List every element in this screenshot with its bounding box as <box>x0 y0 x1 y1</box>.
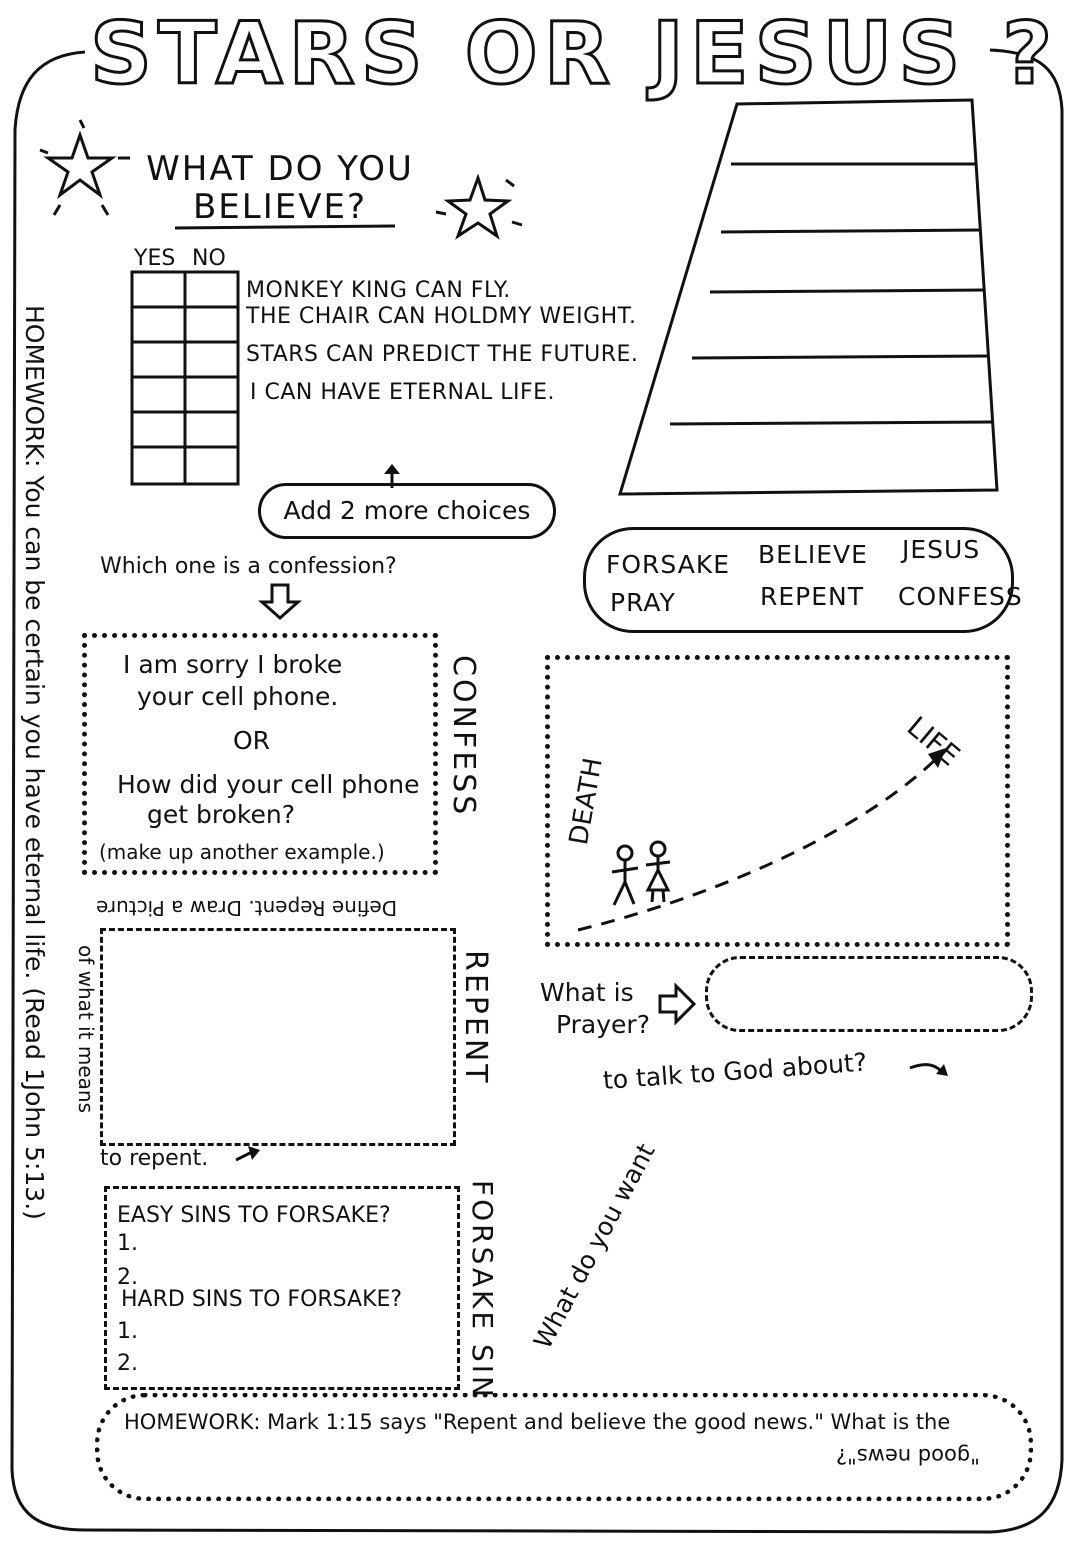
word-forsake: FORSAKE <box>606 550 731 579</box>
ladder-diagram <box>617 98 999 496</box>
word-repent: REPENT <box>760 582 865 611</box>
forsake-label: FORSAKE SIN <box>466 1180 499 1400</box>
down-arrow-icon <box>258 583 302 621</box>
repent-label: REPENT <box>458 950 493 1086</box>
prayer-question-line1: What is <box>540 978 634 1007</box>
repent-instruction-bottom: to repent. <box>100 1146 209 1171</box>
believe-heading: WHAT DO YOU BELIEVE? <box>130 150 430 226</box>
heading-underline <box>174 224 396 230</box>
easy-sins-question: EASY SINS TO FORSAKE? <box>117 1203 391 1228</box>
hard-sins-question: HARD SINS TO FORSAKE? <box>121 1287 403 1312</box>
repent-drawing-box[interactable] <box>100 928 456 1146</box>
confess-line2: your cell phone. <box>137 682 339 711</box>
confess-line3: How did your cell phone <box>117 770 420 799</box>
easy-sin-2: 2. <box>117 1265 138 1290</box>
add-choices-bubble: Add 2 more choices <box>258 483 556 539</box>
repent-arrow-icon <box>235 1146 260 1162</box>
homework-bottom-line1: HOMEWORK: Mark 1:15 says "Repent and bel… <box>124 1410 951 1434</box>
statement-1: MONKEY KING CAN FLY. <box>246 278 511 303</box>
easy-sin-1: 1. <box>117 1231 138 1256</box>
life-diagram-box: LIFE DEATH <box>545 655 1010 947</box>
life-label: LIFE <box>900 710 967 773</box>
homework-bottom-line2: "good news"? <box>836 1444 980 1468</box>
hard-sin-2: 2. <box>117 1351 138 1376</box>
star-icon-left <box>39 119 130 216</box>
homework-bottom-box: HOMEWORK: Mark 1:15 says "Repent and bel… <box>95 1393 1033 1501</box>
confess-box: I am sorry I broke your cell phone. OR H… <box>82 633 438 875</box>
confess-or: OR <box>233 726 271 755</box>
stick-figures-icon <box>611 840 671 906</box>
death-label: DEATH <box>564 755 609 848</box>
word-pray: PRAY <box>610 588 676 617</box>
prayer-answer-box[interactable] <box>705 956 1033 1032</box>
no-column-label: NO <box>192 246 226 271</box>
word-bank: FORSAKE BELIEVE JESUS PRAY REPENT CONFES… <box>583 527 1022 633</box>
yes-no-grid <box>130 270 240 486</box>
confess-note: (make up another example.) <box>99 840 385 864</box>
confess-label: CONFESS <box>446 655 481 818</box>
word-confess: CONFESS <box>898 582 1023 611</box>
small-arrow-icon <box>909 1063 948 1076</box>
believe-heading-line1: WHAT DO YOU <box>146 149 414 189</box>
statement-3: STARS CAN PREDICT THE FUTURE. <box>246 342 639 367</box>
confess-line1: I am sorry I broke <box>123 650 343 679</box>
life-path-arrow <box>577 748 946 932</box>
statement-2: THE CHAIR CAN HOLDMY WEIGHT. <box>246 304 637 329</box>
confession-question: Which one is a confession? <box>100 554 397 579</box>
star-icon-right <box>435 173 523 240</box>
prayer-question-line2: Prayer? <box>556 1010 650 1039</box>
word-believe: BELIEVE <box>758 540 868 569</box>
repent-instruction-side: of what it means <box>74 945 98 1114</box>
statement-4: I CAN HAVE ETERNAL LIFE. <box>250 380 556 405</box>
hard-sin-1: 1. <box>117 1319 138 1344</box>
confess-line4: get broken? <box>147 800 295 829</box>
forsake-box: EASY SINS TO FORSAKE? 1. 2. HARD SINS TO… <box>104 1186 460 1390</box>
word-jesus: JESUS <box>902 535 981 564</box>
right-arrow-icon <box>658 982 697 1026</box>
page-title: STARS OR JESUS ? <box>89 3 1059 106</box>
homework-side: HOMEWORK: You can be certain you have et… <box>20 305 49 1220</box>
yes-column-label: YES <box>134 246 176 271</box>
believe-heading-line2: BELIEVE? <box>192 187 368 227</box>
repent-instruction-top: Define Repent. Draw a Picture <box>96 896 398 920</box>
